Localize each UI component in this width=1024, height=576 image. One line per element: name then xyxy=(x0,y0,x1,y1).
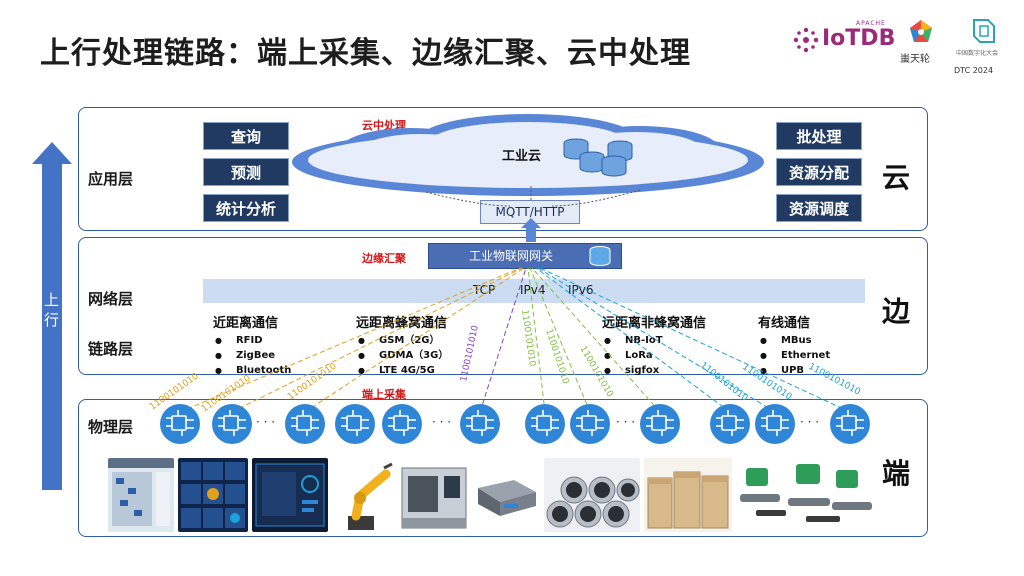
dashboard-image xyxy=(178,458,248,532)
cnc-machine-graphic xyxy=(401,467,467,529)
sensors-graphic xyxy=(740,464,872,522)
cartons-image xyxy=(644,458,732,532)
non-cellular-group: 远距离非蜂窝通信 NB-IoT LoRa sigfox xyxy=(602,312,706,378)
comm-item: Bluetooth xyxy=(213,363,291,378)
steel-pipes-image xyxy=(544,458,640,532)
protocol-tcp: TCP xyxy=(473,283,496,297)
cellular-title: 远距离蜂窝通信 xyxy=(356,316,448,331)
query-button[interactable]: 查询 xyxy=(203,122,289,150)
dashboard-graphic xyxy=(181,462,245,528)
comm-item: GDMA（3G） xyxy=(356,348,448,363)
short-range-title: 近距离通信 xyxy=(213,316,279,331)
upward-arrow: 上 行 xyxy=(32,142,72,490)
comm-item: sigfox xyxy=(602,363,706,378)
upward-arrow-label: 上 行 xyxy=(42,292,60,327)
statistics-button[interactable]: 统计分析 xyxy=(203,194,289,222)
control-panel-graphic xyxy=(255,463,325,527)
monitoring-screen-image xyxy=(108,458,174,532)
edge-aggregation-label: 边缘汇聚 xyxy=(362,252,406,265)
control-panel-image xyxy=(252,458,328,532)
protocol-ipv6: IPv6 xyxy=(568,283,594,297)
comm-item: NB-IoT xyxy=(602,333,706,348)
cloud-big-label: 云 xyxy=(882,161,911,194)
cellular-group: 远距离蜂窝通信 GSM（2G） GDMA（3G） LTE 4G/5G xyxy=(356,312,448,378)
dtc-logo-mark xyxy=(973,19,995,43)
cartons-graphic xyxy=(647,471,729,529)
mqtt-http-box: MQTT/HTTP xyxy=(480,200,580,224)
short-range-group: 近距离通信 RFID ZigBee Bluetooth xyxy=(213,312,291,378)
comm-item: LoRa xyxy=(602,348,706,363)
agv-vehicle-graphic xyxy=(478,480,536,516)
page-title: 上行处理链路：端上采集、边缘汇聚、云中处理 xyxy=(40,36,691,71)
resource-scheduling-button[interactable]: 资源调度 xyxy=(776,194,862,222)
end-big-label: 端 xyxy=(882,457,911,490)
comm-item: UPB xyxy=(758,363,830,378)
wired-title: 有线通信 xyxy=(758,316,811,331)
resource-allocation-button[interactable]: 资源分配 xyxy=(776,158,862,186)
batch-processing-button[interactable]: 批处理 xyxy=(776,122,862,150)
link-layer-label: 链路层 xyxy=(88,340,134,358)
comm-item: RFID xyxy=(213,333,291,348)
tianlun-logo: 蚩天轮 xyxy=(898,18,944,66)
comm-item: ZigBee xyxy=(213,348,291,363)
tianlun-logo-mark xyxy=(910,20,932,42)
cnc-machine-image xyxy=(398,458,470,532)
steel-pipes-graphic xyxy=(546,476,640,528)
end-collection-label: 端上采集 xyxy=(362,388,406,401)
comm-item: LTE 4G/5G xyxy=(356,363,448,378)
dtc-logo: 中国数字化大会 DTC 2024 xyxy=(954,16,1012,76)
edge-big-label: 边 xyxy=(882,295,911,328)
dtc-subtitle: 中国数字化大会 xyxy=(956,50,999,57)
protocol-ipv4: IPv4 xyxy=(520,283,546,297)
monitoring-screen-graphic xyxy=(108,458,174,526)
iotdb-text: IoTDB xyxy=(822,26,896,51)
agv-vehicle-image xyxy=(472,458,540,532)
iotdb-logo: APACHE IoTDB xyxy=(792,20,895,58)
apache-text: APACHE xyxy=(856,20,886,27)
upward-arrow-shape xyxy=(32,142,72,490)
wired-group: 有线通信 MBus Ethernet UPB xyxy=(758,312,830,378)
iot-gateway-label: 工业物联网网关 xyxy=(469,249,554,263)
network-layer-label: 网络层 xyxy=(88,290,134,308)
physical-layer-label: 物理层 xyxy=(88,418,134,436)
comm-item: Ethernet xyxy=(758,348,830,363)
application-layer-label: 应用层 xyxy=(88,170,134,188)
non-cellular-title: 远距离非蜂窝通信 xyxy=(602,316,707,331)
database-icon xyxy=(589,246,611,266)
predict-button[interactable]: 预测 xyxy=(203,158,289,186)
tianlun-text: 蚩天轮 xyxy=(900,54,930,65)
comm-item: MBus xyxy=(758,333,830,348)
dtc-year: DTC 2024 xyxy=(954,66,994,75)
comm-item: GSM（2G） xyxy=(356,333,448,348)
cloud-processing-label: 云中处理 xyxy=(362,119,406,132)
robot-arm-image xyxy=(334,458,394,532)
sensors-image xyxy=(736,458,876,532)
iot-gateway: 工业物联网网关 xyxy=(428,243,622,269)
iotdb-logo-mark xyxy=(793,27,819,53)
robot-arm-graphic xyxy=(348,462,393,530)
